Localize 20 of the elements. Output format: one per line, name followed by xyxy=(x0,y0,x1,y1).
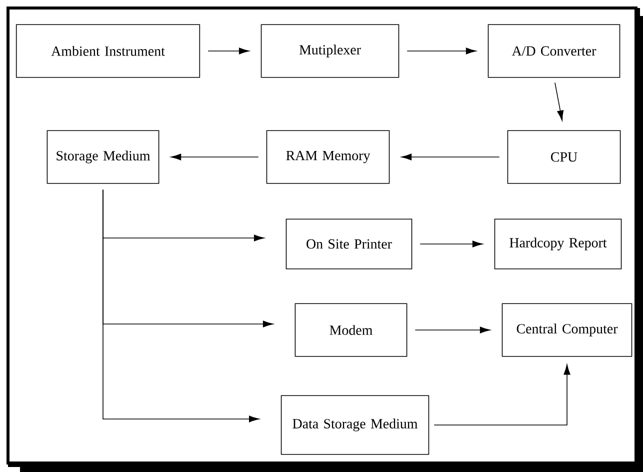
process-box: Hardcopy Report xyxy=(494,218,622,270)
process-box: Ambient Instrument xyxy=(16,24,200,78)
process-box: A/D Converter xyxy=(488,24,620,78)
arrow xyxy=(420,240,483,248)
arrow xyxy=(170,154,259,160)
process-box: Storage Medium xyxy=(46,130,160,184)
arrow xyxy=(208,48,250,54)
process-box: CPU xyxy=(507,130,621,184)
arrow xyxy=(406,48,476,54)
process-box: RAM Memory xyxy=(266,130,390,184)
process-box: On Site Printer xyxy=(286,218,412,270)
arrow xyxy=(401,154,500,160)
arrow xyxy=(554,82,564,121)
process-box: Data Storage Medium xyxy=(280,395,430,455)
arrow xyxy=(434,364,570,426)
arrow xyxy=(414,326,490,334)
process-box: Mutiplexer xyxy=(260,24,400,78)
process-box: Modem xyxy=(294,303,408,357)
arrow xyxy=(102,189,260,422)
process-box: Central Computer xyxy=(502,303,632,357)
